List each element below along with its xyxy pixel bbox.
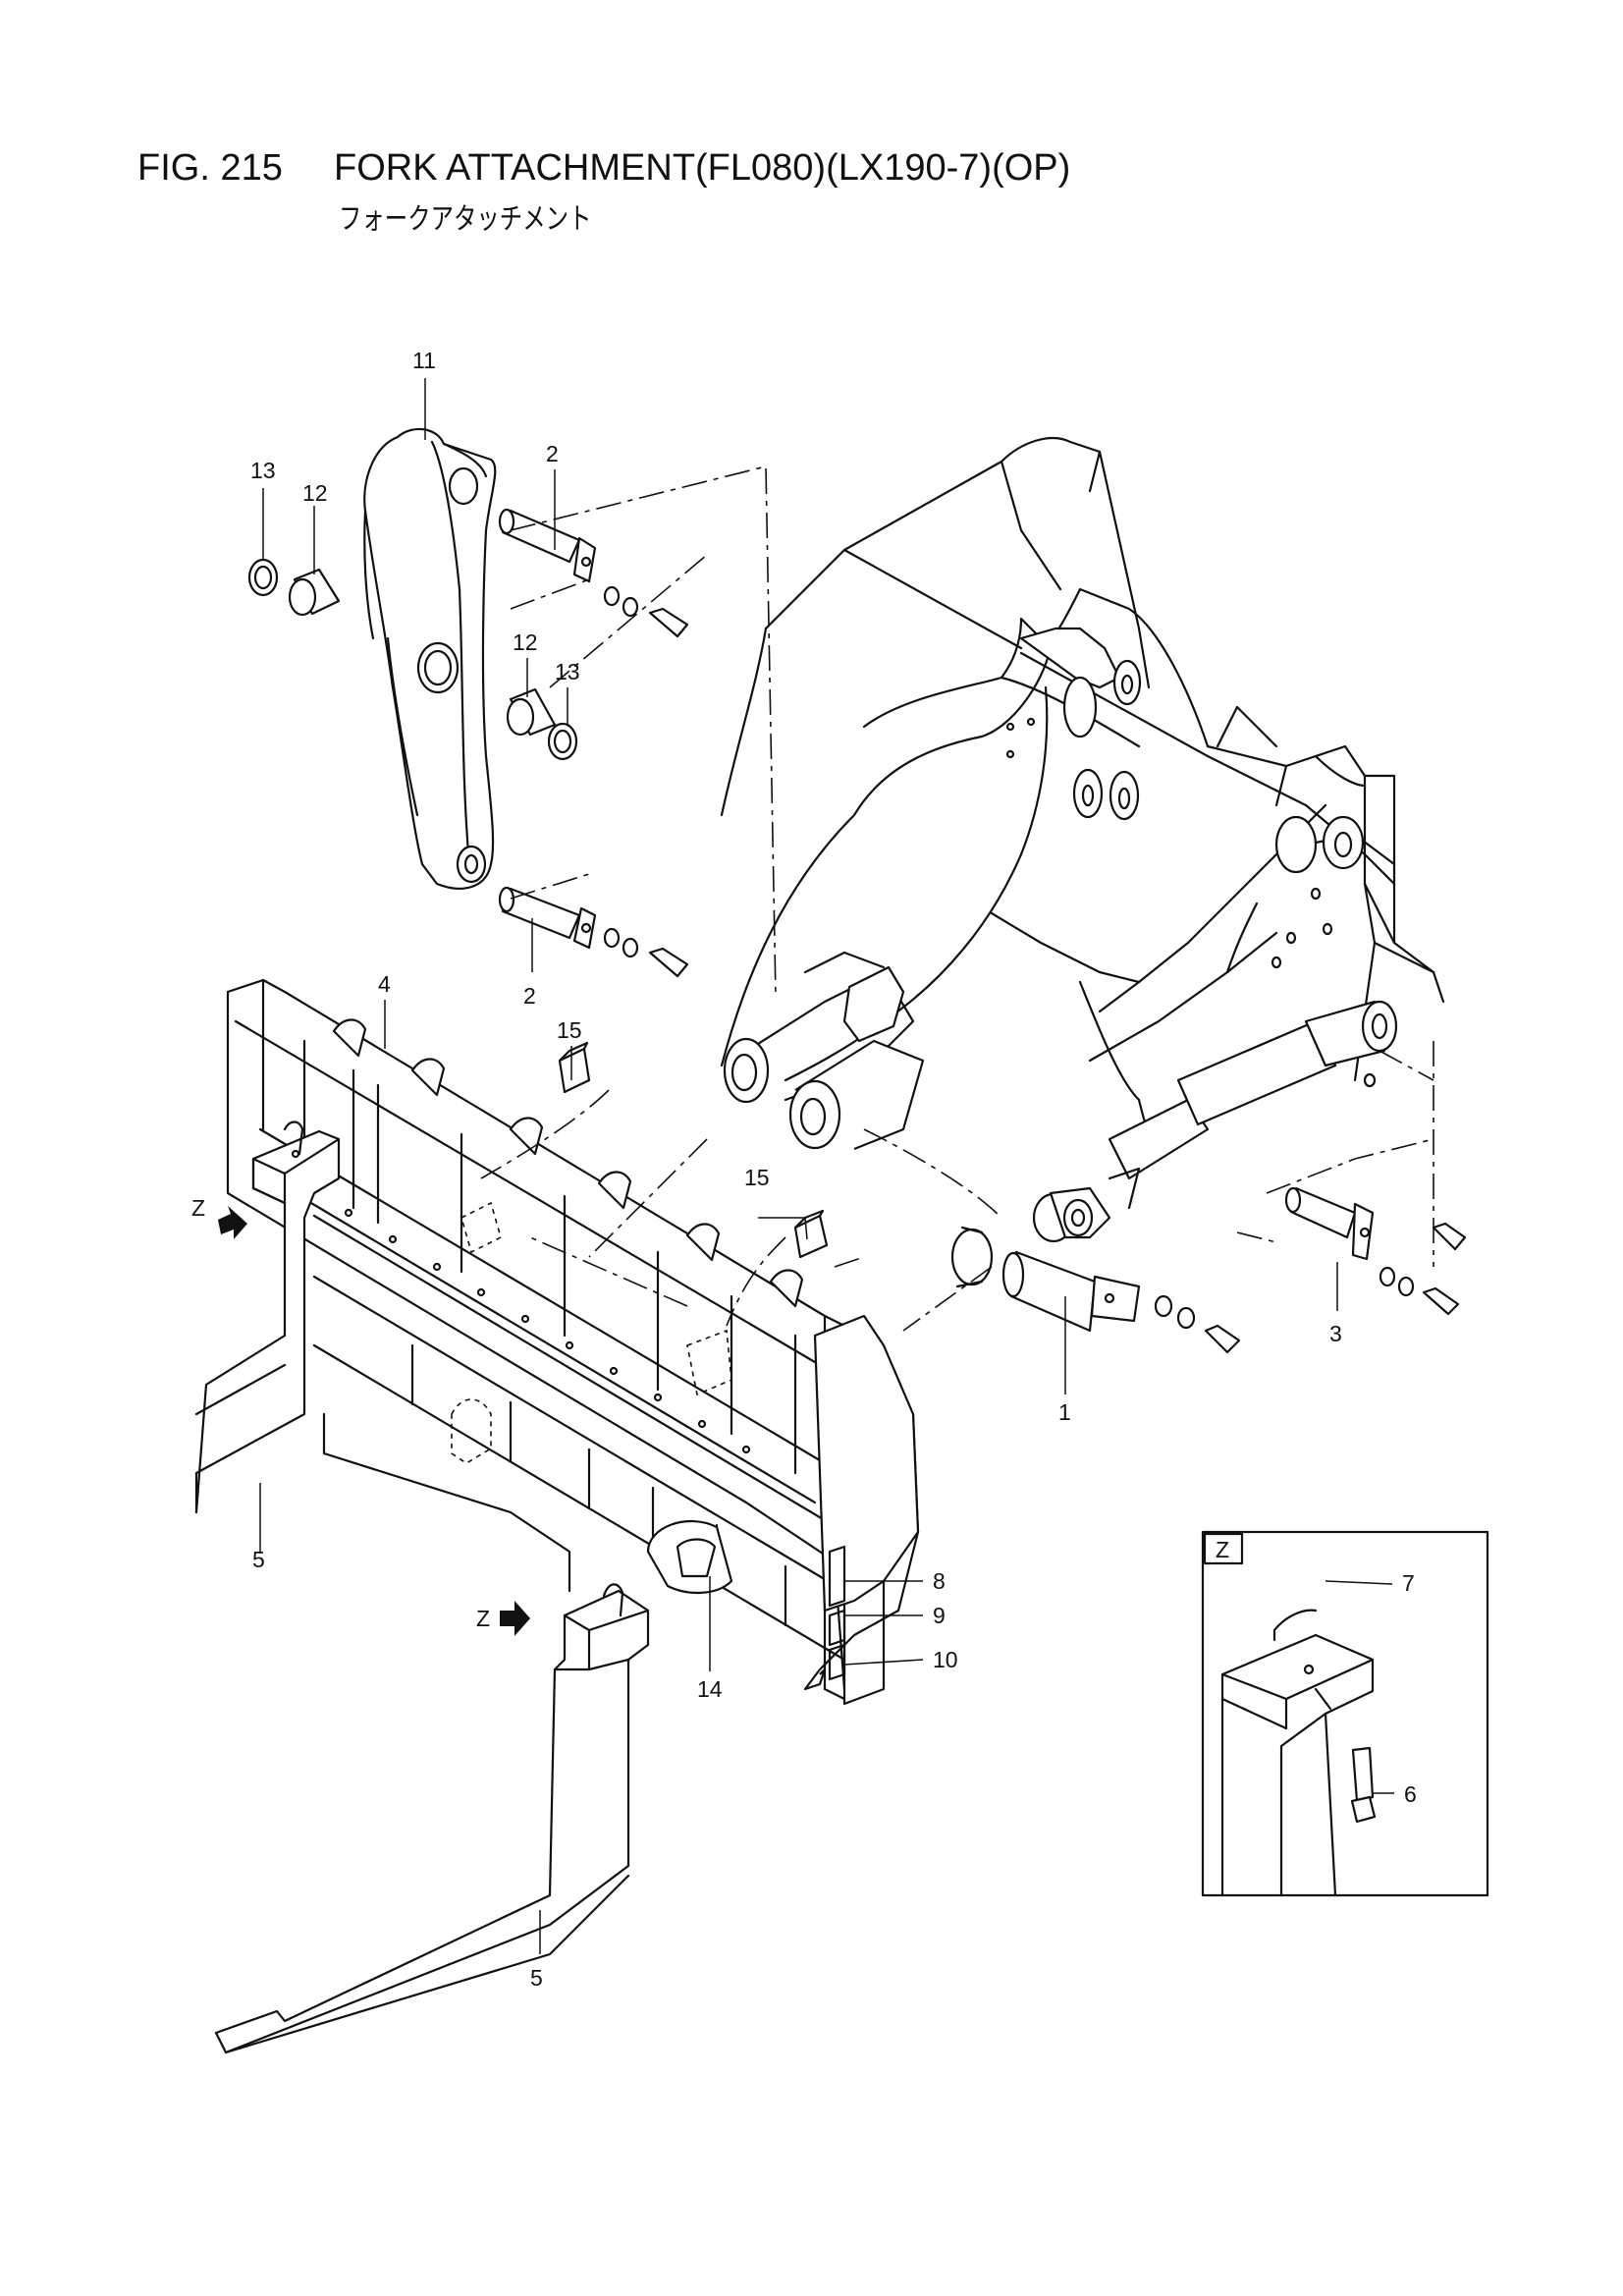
bushing-12-upper (288, 568, 341, 617)
callout-14: 14 (697, 1676, 723, 1702)
callout-1: 1 (1058, 1399, 1071, 1425)
callout-5-lower: 5 (530, 1965, 543, 1991)
callout-15-lower: 15 (744, 1165, 770, 1190)
hidden-outlines (451, 1201, 732, 1464)
z-label-lower: Z (476, 1606, 490, 1631)
figure-subtitle: フォークアタッチメント (339, 202, 592, 237)
seal-13-upper (247, 558, 279, 597)
link-part-11 (363, 427, 497, 890)
pin-2-lower (498, 886, 689, 978)
callout-2-upper: 2 (546, 441, 559, 466)
seal-13-lower (547, 722, 578, 761)
pin-2-upper (498, 508, 689, 638)
z-detail-label: Z (1216, 1537, 1229, 1562)
z-label-upper: Z (191, 1195, 205, 1221)
callout-13-upper: 13 (250, 458, 276, 483)
callout-6: 6 (1404, 1781, 1417, 1807)
figure-title: FIG. 215 FORK ATTACHMENT(FL080)(LX190-7)(… (137, 147, 1070, 190)
detail-z-view (1201, 1530, 1489, 1897)
callout-9: 9 (933, 1603, 946, 1628)
loader-boom-frame (720, 437, 1445, 1288)
fork-5-upper (194, 1121, 341, 1514)
callout-4: 4 (378, 971, 391, 997)
z-arrow-upper (218, 1206, 247, 1239)
callout-12-upper: 12 (302, 480, 328, 506)
fork-5-lower (214, 1583, 650, 2054)
callout-8: 8 (933, 1568, 946, 1594)
callouts: 11 2 13 12 12 13 2 4 15 15 1 3 5 5 14 8 … (191, 348, 1417, 1991)
callout-12-lower: 12 (513, 629, 538, 655)
z-arrow-lower (500, 1601, 530, 1636)
callout-2-lower: 2 (523, 983, 536, 1009)
callout-13-lower: 13 (555, 659, 580, 684)
callout-7: 7 (1402, 1570, 1415, 1596)
bushing-12-lower (506, 687, 557, 737)
fork-carriage-4 (226, 978, 920, 1706)
pin-1 (1001, 1250, 1241, 1354)
pin-3 (1284, 1186, 1467, 1316)
figure-number: FIG. 215 (137, 147, 283, 189)
wear-pad-15-upper (558, 1041, 591, 1094)
phantom-lines (480, 465, 1434, 1332)
wear-pad-15-lower (793, 1209, 829, 1259)
callout-10: 10 (933, 1647, 958, 1672)
callout-11: 11 (412, 348, 436, 373)
callout-15-upper: 15 (557, 1017, 582, 1043)
callout-5-upper: 5 (252, 1547, 265, 1572)
leader-lines (259, 378, 1394, 1954)
callout-3: 3 (1329, 1321, 1342, 1346)
figure-name: FORK ATTACHMENT(FL080)(LX190-7)(OP) (334, 147, 1071, 189)
